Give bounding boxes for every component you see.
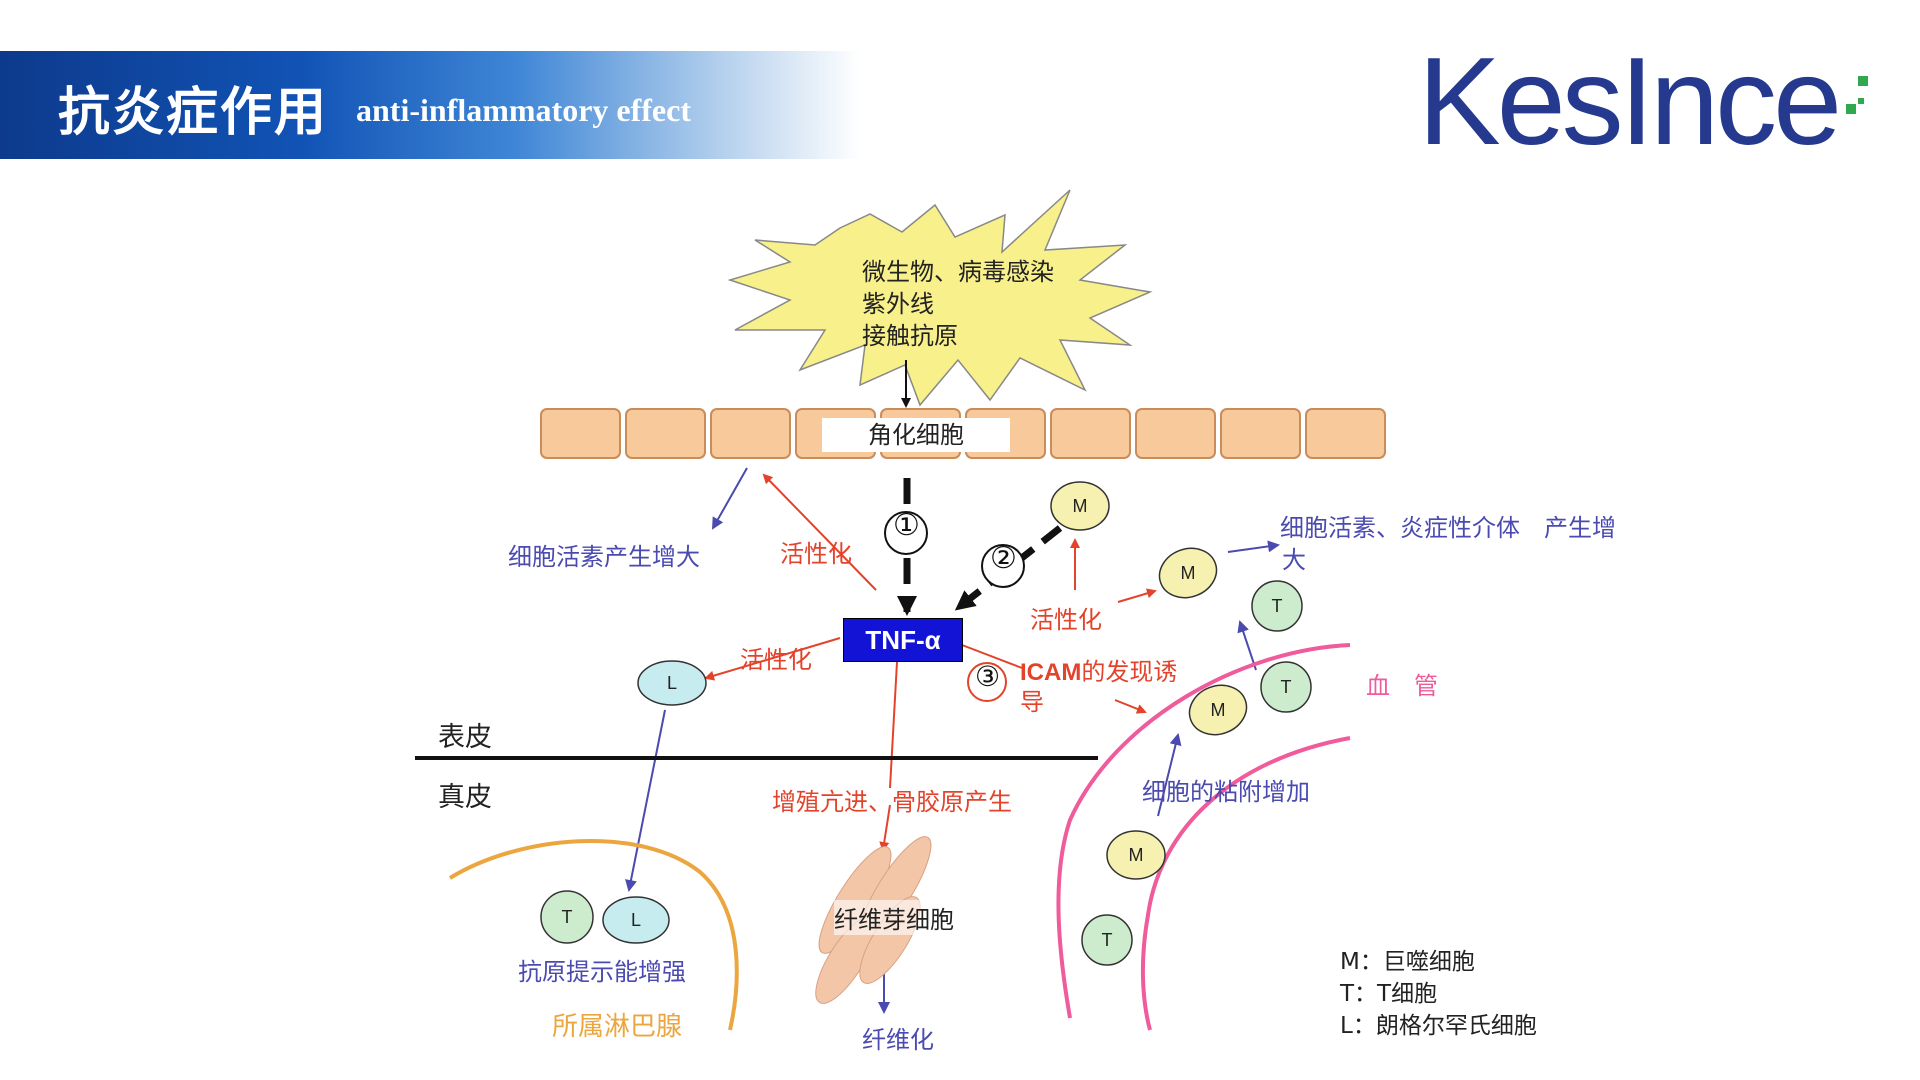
lymph-node-label: 所属淋巴腺 — [552, 1012, 683, 1042]
macrophage-right — [1158, 547, 1218, 599]
fibroblast-label: 纤维芽细胞 — [834, 900, 954, 935]
cell-letter-t2: T — [1280, 677, 1292, 697]
step2-arrow — [954, 525, 1063, 611]
fibrosis-label: 纤维化 — [862, 1026, 934, 1054]
cell-letter-t3: T — [1101, 930, 1113, 950]
stimulus-line-2: 紫外线 — [862, 290, 934, 318]
step3-circle — [967, 662, 1007, 702]
epidermis-label: 表皮 — [438, 722, 492, 753]
step1-number: ① — [893, 508, 920, 543]
macrophage-lower — [1106, 830, 1166, 880]
arrow-to-right-m — [1117, 588, 1157, 603]
logo-dots — [1846, 76, 1868, 114]
page-title-en: anti-inflammatory effect — [356, 92, 691, 128]
cell-letter-m4: M — [1128, 845, 1144, 865]
brand-logo: KesInce — [1418, 33, 1842, 171]
stimulus-burst — [727, 189, 1153, 407]
proliferation-label: 增殖亢进、骨胶原产生 — [772, 788, 1012, 816]
icam-rest: 的发现诱 — [1081, 658, 1178, 686]
arrow-tnf-down — [889, 661, 898, 789]
arrow-tnf-to-icam — [961, 644, 1023, 669]
vessel-outer — [1056, 643, 1351, 1019]
cell-letter-l2: L — [630, 910, 641, 930]
t-cell-lower — [1081, 914, 1133, 966]
cell-letter-l1: L — [666, 673, 677, 693]
lymph-node-outline — [448, 839, 739, 1031]
cell-letter-t1: T — [1271, 596, 1283, 616]
mediator-label-line1: 细胞活素、炎症性介体 产生增 — [1280, 514, 1616, 542]
arrow-tnf-to-L — [704, 637, 841, 681]
keratinocyte-label: 角化细胞 — [822, 418, 1010, 452]
arrow-M-to-mediator — [1227, 540, 1280, 553]
arrow-tnf-to-keratin — [762, 473, 877, 591]
cytokine-increase-label: 细胞活素产生增大 — [508, 543, 700, 571]
legend-l: L：朗格尔罕氏细胞 — [1340, 1013, 1537, 1039]
legend-t: T：T细胞 — [1340, 981, 1438, 1007]
adhesion-label: 细胞的粘附增加 — [1142, 778, 1310, 806]
antigen-presentation-label: 抗原提示能增强 — [518, 958, 686, 986]
activation-label-keratin: 活性化 — [780, 540, 852, 568]
icam-bold: ICAM — [1020, 659, 1082, 686]
arrow-M-up — [1157, 733, 1182, 817]
page-title-cn: 抗炎症作用 — [58, 83, 329, 143]
arrow-T-up — [1237, 620, 1257, 671]
legend-m: M：巨噬细胞 — [1340, 949, 1475, 975]
langerhans-cell — [637, 660, 707, 706]
arrow-L-down — [625, 709, 666, 892]
step3-number: ③ — [975, 660, 1001, 693]
activation-label-m: 活性化 — [1030, 606, 1102, 634]
step2-number: ② — [990, 541, 1017, 576]
dermis-label: 真皮 — [438, 782, 492, 813]
vessel-label: 血 管 — [1366, 672, 1438, 700]
vessel-inner — [1140, 736, 1351, 1031]
activation-label-l: 活性化 — [740, 646, 812, 674]
arrow-keratin-to-cytokine — [712, 467, 748, 530]
cell-letter-t4: T — [561, 907, 573, 927]
macrophage-top — [1050, 481, 1110, 531]
mediator-label-line2: 大 — [1282, 546, 1306, 574]
step1-circle — [884, 511, 928, 555]
cell-letter-m1: M — [1072, 496, 1088, 516]
stimulus-line-3: 接触抗原 — [862, 322, 958, 350]
cell-letter-m3: M — [1210, 700, 1226, 720]
tnf-alpha-box: TNF-α — [843, 618, 963, 662]
arrow-icam-to-vessel — [1114, 699, 1147, 714]
t-cell-right-mid — [1260, 661, 1312, 713]
t-cell-lymph — [540, 890, 594, 944]
icam-label: ICAM的发现诱 — [1020, 652, 1177, 687]
macrophage-vessel — [1188, 684, 1248, 736]
arrow-to-fibroblast — [879, 804, 891, 852]
icam-label-line2: 导 — [1020, 688, 1044, 716]
t-cell-right-top — [1251, 580, 1303, 632]
langerhans-cell-lymph — [602, 896, 670, 944]
step2-circle — [981, 544, 1025, 588]
stimulus-line-1: 微生物、病毒感染 — [862, 258, 1054, 286]
cell-letter-m2: M — [1180, 563, 1196, 583]
title-banner — [0, 51, 860, 159]
